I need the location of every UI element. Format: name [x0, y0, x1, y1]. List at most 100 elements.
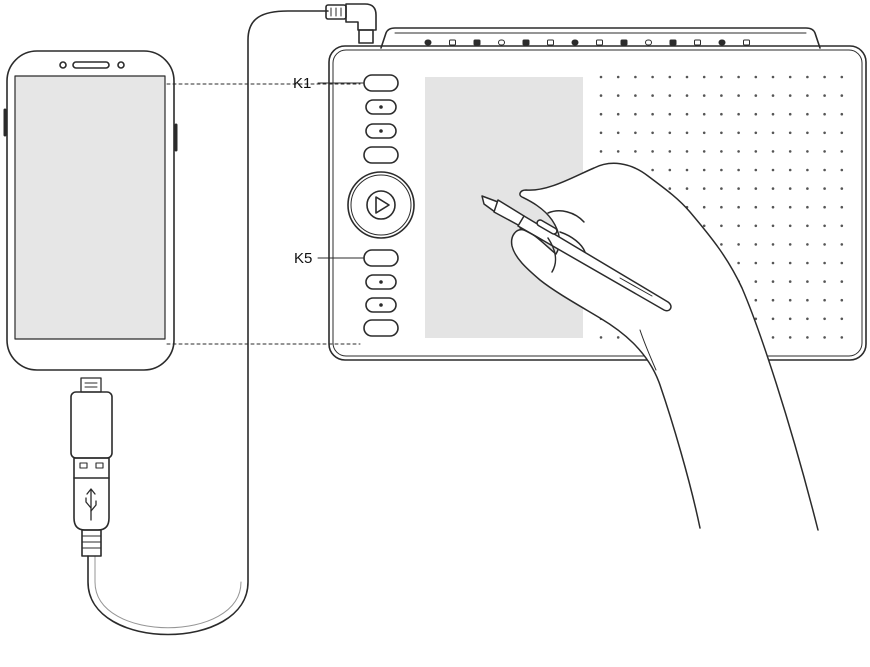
grid-dot [737, 243, 740, 246]
grid-dot [685, 187, 689, 190]
shortcut-icon[interactable] [669, 39, 677, 46]
grid-dot [616, 336, 620, 339]
grid-dot [702, 224, 706, 228]
grid-dot [599, 336, 603, 339]
grid-dot [737, 94, 740, 97]
smartphone-icon [3, 50, 178, 371]
grid-dot [720, 75, 723, 79]
shortcut-icon[interactable] [449, 39, 456, 46]
shortcut-icon[interactable] [424, 39, 432, 46]
shortcut-icon[interactable] [473, 39, 481, 46]
grid-dot [651, 131, 654, 135]
grid-dot [754, 94, 758, 97]
key-6[interactable] [365, 274, 397, 290]
grid-dot [599, 94, 603, 97]
key-2[interactable] [365, 99, 397, 115]
grid-dot [754, 298, 758, 302]
grid-dot [806, 150, 809, 153]
grid-dot [771, 75, 775, 79]
play-triangle-icon [375, 196, 390, 214]
grid-dot [754, 131, 758, 135]
grid-dot [806, 131, 809, 135]
grid-dot [788, 75, 792, 79]
grid-dot [771, 298, 775, 302]
grid-dot [702, 187, 706, 190]
grid-dot [634, 112, 637, 116]
grid-dot [806, 224, 809, 228]
phone-speaker [72, 61, 110, 69]
shortcut-icon[interactable] [718, 39, 726, 46]
grid-dot [771, 150, 775, 153]
grid-dot [702, 150, 706, 153]
grid-dot [806, 94, 809, 97]
grid-dot [823, 150, 826, 153]
grid-dot [788, 243, 792, 246]
grid-dot [668, 168, 672, 172]
grid-dot [651, 168, 654, 172]
grid-dot [823, 317, 826, 321]
grid-dot [754, 205, 758, 209]
grid-dot [771, 205, 775, 209]
dial-ring[interactable] [347, 171, 415, 239]
grid-dot [668, 131, 672, 135]
key-k5[interactable] [363, 249, 399, 267]
phone-body [6, 50, 175, 371]
shortcut-icon[interactable] [743, 39, 750, 46]
stylus-pen-icon [481, 195, 672, 312]
grid-dot [720, 205, 723, 209]
grid-dot [737, 261, 740, 265]
grid-dot [616, 75, 620, 79]
top-shortcut-icons [424, 39, 750, 46]
grid-dot [685, 131, 689, 135]
grid-dot [634, 131, 637, 135]
grid-dot [737, 168, 740, 172]
grid-dot [771, 94, 775, 97]
grid-dot [823, 168, 826, 172]
grid-dot [788, 317, 792, 321]
grid-dot [806, 75, 809, 79]
grid-dot [702, 205, 706, 209]
shortcut-icon[interactable] [694, 39, 701, 46]
key-4[interactable] [363, 146, 399, 164]
grid-dot [840, 317, 844, 321]
adapter-body [70, 391, 113, 459]
shortcut-icon[interactable] [498, 39, 505, 46]
grid-dot [737, 187, 740, 190]
shortcut-icon[interactable] [571, 39, 579, 46]
grid-dot [823, 336, 826, 339]
key-3[interactable] [365, 123, 397, 139]
grid-dot [806, 243, 809, 246]
tablet-top-bar [380, 27, 821, 49]
usb-cable [87, 10, 329, 636]
grid-dot [840, 336, 844, 339]
grid-dot [823, 94, 826, 97]
tablet-body [328, 45, 867, 361]
grid-dot [634, 75, 637, 79]
grid-dot [788, 280, 792, 283]
hand-icon [510, 162, 819, 531]
grid-dot [840, 168, 844, 172]
grid-dot [788, 336, 792, 339]
shortcut-icon[interactable] [645, 39, 652, 46]
grid-dot [599, 150, 603, 153]
grid-dot [823, 280, 826, 283]
grid-dot [788, 150, 792, 153]
grid-dot [702, 131, 706, 135]
grid-dot [651, 150, 654, 153]
grid-dot [754, 280, 758, 283]
shortcut-icon[interactable] [522, 39, 530, 46]
key-k1[interactable] [363, 74, 399, 92]
grid-dot [685, 94, 689, 97]
key-7[interactable] [365, 297, 397, 313]
shortcut-icon[interactable] [620, 39, 628, 46]
grid-dot [599, 131, 603, 135]
shortcut-icon[interactable] [547, 39, 554, 46]
key-8[interactable] [363, 319, 399, 337]
dial-center[interactable] [366, 190, 396, 220]
grid-dot [754, 168, 758, 172]
cable-strain-relief [81, 529, 102, 557]
shortcut-icon[interactable] [596, 39, 603, 46]
grid-dot [806, 298, 809, 302]
